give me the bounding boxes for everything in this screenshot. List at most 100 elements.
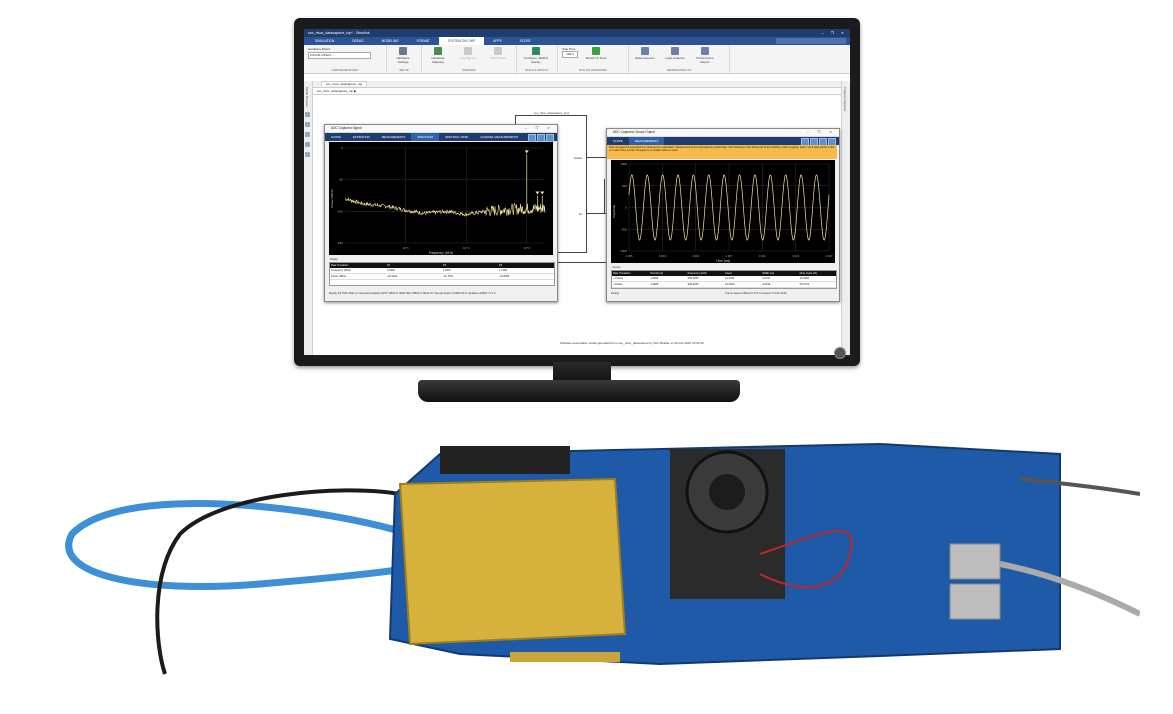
configure-build-deploy-button[interactable]: Configure, Build & Deploy xyxy=(521,47,551,64)
log-icon xyxy=(464,47,472,55)
scope-tabs: SCOPE MEASUREMENTS xyxy=(607,137,839,146)
add-viewer-button[interactable]: Add Viewer xyxy=(486,47,510,60)
left-rail: Model Browser xyxy=(304,81,313,355)
fan-hub xyxy=(709,474,745,510)
table-row: - Pulses 1.0996 909.4255 13.0000 0.6199 … xyxy=(612,282,836,288)
tab-scope[interactable]: SCOPE xyxy=(331,135,341,139)
group-prepare: Hardware Mapping Log Signals Add Viewer … xyxy=(422,45,517,73)
monitor-stand-neck xyxy=(553,362,611,384)
spectrum-trace xyxy=(344,197,546,217)
y-tick-label: 500 xyxy=(622,184,627,188)
scope-titlebar: ADC Captured Signal – ❐ ✕ xyxy=(325,125,557,133)
model-footnote: Software-executable model generated from… xyxy=(560,341,704,345)
cycles-label: Cycles xyxy=(612,265,621,269)
spectrum-analyzer-window: ADC Captured Signal – ❐ ✕ SCOPE ESTIMATI… xyxy=(324,124,558,302)
hardware-board-label: Hardware Board xyxy=(308,47,330,51)
red-wire xyxy=(759,530,853,589)
block-name: soc_rfsoc_datacapture_proc xyxy=(534,111,570,115)
tab-measurements[interactable]: MEASUREMENTS xyxy=(381,135,406,139)
analyzer-icon xyxy=(671,47,679,55)
x-axis-label: Frequency (MHz) xyxy=(429,251,454,255)
hardware-settings-button[interactable]: Hardware Settings xyxy=(391,47,415,64)
gear-icon xyxy=(399,47,407,55)
monitor-tune-button[interactable]: Monitor & Tune xyxy=(584,47,608,60)
tab-format[interactable]: FORMAT xyxy=(416,39,430,43)
group-label: SETUP xyxy=(399,68,409,72)
tab-system-on-chip[interactable]: SYSTEM ON CHIP xyxy=(438,37,485,45)
zoom-icon[interactable] xyxy=(305,112,310,118)
annotation-icon[interactable] xyxy=(305,142,310,148)
port-datain: DataIn xyxy=(574,156,583,160)
table-row: + Pulses 1.0996 909.4255 13.0000 0.4797 … xyxy=(612,276,836,282)
hardware-board-select[interactable]: ZCU111 RFSoC ... xyxy=(308,52,371,59)
window-titlebar: soc_rfsoc_datacapture_top* - Simulink – … xyxy=(304,29,850,37)
tab-spectrum[interactable]: SPECTRUM xyxy=(411,133,440,141)
edge-connector xyxy=(510,652,620,662)
stop-icon[interactable] xyxy=(537,134,545,142)
tab-scope[interactable]: SCOPE xyxy=(613,139,623,143)
time-status-left: Ready xyxy=(611,291,620,295)
tab-spectral-mask[interactable]: SPECTRAL MASK xyxy=(445,135,469,139)
arrow-icon[interactable] xyxy=(305,132,310,138)
time-scope-window: ADC Captured: Scope Output – ❐ ✕ SCOPE M… xyxy=(606,128,840,302)
ribbon-tabs: SIMULATION DEBUG MODELING FORMAT SYSTEM … xyxy=(304,37,850,45)
x-tick-label: 4.913 xyxy=(792,254,799,258)
right-rail: Property Inspector xyxy=(841,81,850,355)
scope-window-controls[interactable]: – ❐ ✕ xyxy=(524,126,554,130)
model-tab[interactable]: soc_rfsoc_datacapture_top xyxy=(321,81,368,86)
x-tick-label: 4.904 xyxy=(692,254,699,258)
tab-estimation[interactable]: ESTIMATION xyxy=(352,135,370,139)
tab-simulation[interactable]: SIMULATION xyxy=(315,39,335,43)
usb-cable xyxy=(1019,477,1141,496)
log-signals-button[interactable]: Log Signals xyxy=(456,47,480,60)
power-button[interactable] xyxy=(834,347,846,359)
peaks-table: Rate Transition P1 P2 P3 Frequency (MHz)… xyxy=(329,262,555,286)
build-icon xyxy=(532,47,540,55)
performance-report-button[interactable]: Performance Report xyxy=(693,47,717,64)
window-title: soc_rfsoc_datacapture_top* - Simulink xyxy=(308,31,370,35)
tab-channel-measurements[interactable]: CHANNEL MEASUREMENTS xyxy=(480,135,519,139)
time-trace xyxy=(628,174,830,241)
y-tick-label: -150 xyxy=(337,241,343,245)
scope-title: ADC Captured: Scope Output xyxy=(613,130,655,134)
scope-window-controls[interactable]: – ❐ ✕ xyxy=(806,130,836,134)
rfsoc-board-photo xyxy=(60,424,1142,686)
y-tick-label: -1000 xyxy=(619,249,627,253)
scope-title: ADC Captured Signal xyxy=(331,126,362,130)
cycles-table: Rate Transition Period (us) Frequency (k… xyxy=(611,270,837,289)
tab-apps[interactable]: APPS xyxy=(493,39,502,43)
time-status-right: Frame based Offset=1.473 (minutes) T=102… xyxy=(725,291,787,295)
logic-analyzer-button[interactable]: Logic Analyzer xyxy=(663,47,687,60)
x-tick-label: 4.911 xyxy=(759,254,766,258)
board-illustration xyxy=(65,442,1142,675)
tab-modeling[interactable]: MODELING xyxy=(381,39,399,43)
model-browser-label[interactable]: Model Browser xyxy=(305,87,309,108)
signal-line xyxy=(586,213,614,214)
group-label: RUN ON HARDWARE xyxy=(578,68,608,72)
stop-time-label: Stop Time xyxy=(562,47,576,51)
signal-line xyxy=(586,157,614,158)
run-icon[interactable] xyxy=(528,134,536,142)
x-tick-label: 10^1 xyxy=(402,246,409,250)
property-inspector-label[interactable]: Property Inspector xyxy=(843,87,847,112)
breadcrumb[interactable]: soc_rfsoc_datacapture_top ▶ xyxy=(313,88,841,95)
image-icon[interactable] xyxy=(305,152,310,158)
tab-debug[interactable]: DEBUG xyxy=(352,39,364,43)
data-inspector-button[interactable]: Data Inspector xyxy=(633,47,657,60)
fit-icon[interactable] xyxy=(305,122,310,128)
quick-access-toolbar[interactable] xyxy=(776,38,846,44)
peak-marker xyxy=(524,150,529,154)
tab-scope[interactable]: SCOPE xyxy=(519,39,531,43)
scope-toolbar xyxy=(528,134,554,142)
stop-time-input[interactable]: 100.0 xyxy=(562,51,578,58)
tab-measurements[interactable]: MEASUREMENTS xyxy=(628,137,665,145)
table-header: Rate Transition Period (us) Frequency (k… xyxy=(612,271,836,276)
settings-icon[interactable] xyxy=(546,134,554,142)
hardware-mapping-button[interactable]: Hardware Mapping xyxy=(426,47,450,64)
black-connector xyxy=(440,446,570,474)
black-cable xyxy=(155,488,401,675)
window-controls[interactable]: – ❐ ✕ xyxy=(821,31,847,35)
